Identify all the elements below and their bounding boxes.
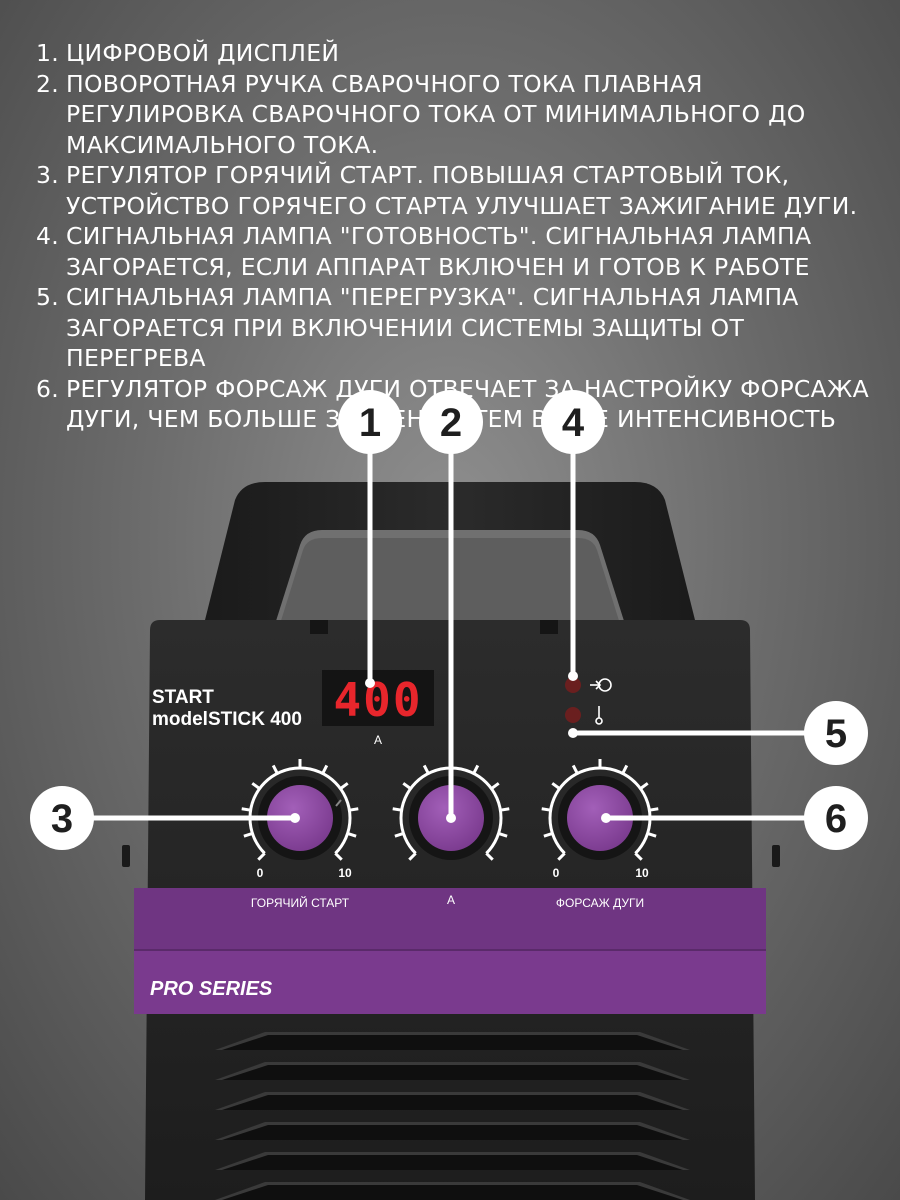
legend-text: ЦИФРОВОЙ ДИСПЛЕЙ	[66, 39, 340, 67]
legend-number: 1.	[36, 39, 60, 67]
callout-4: 4	[541, 390, 605, 454]
legend-item: 1.ЦИФРОВОЙ ДИСПЛЕЙ	[36, 38, 886, 69]
current-label: A	[447, 893, 455, 907]
knob-tick	[639, 782, 649, 790]
svg-text:2: 2	[440, 401, 462, 445]
legend-number: 5.	[36, 283, 60, 311]
knob-tick	[402, 782, 412, 790]
knob-tick	[394, 832, 404, 838]
legend-item: 3.РЕГУЛЯТОР ГОРЯЧИЙ СТАРТ. ПОВЫШАЯ СТАРТ…	[36, 160, 886, 221]
callout-lines	[87, 437, 813, 821]
legend-item: 5.СИГНАЛЬНАЯ ЛАМПА "ПЕРЕГРУЗКА". СИГНАЛЬ…	[36, 282, 886, 374]
series-label: PRO SERIES	[150, 978, 273, 1000]
callout-2: 2	[419, 390, 483, 454]
legend-number: 2.	[36, 69, 60, 98]
brand-label: START	[152, 687, 214, 708]
purple-band-top	[134, 888, 766, 950]
vent-slot	[222, 1185, 683, 1200]
knob-tick	[541, 807, 551, 812]
svg-text:1: 1	[359, 401, 381, 445]
knob-tick	[408, 852, 417, 861]
knob-tick	[271, 764, 279, 775]
thermometer-icon	[595, 706, 603, 725]
vent-slot	[222, 1125, 683, 1140]
knob-tick	[543, 832, 553, 838]
callout-5: 5	[804, 701, 868, 765]
knob-tick	[251, 782, 261, 790]
svg-text:5: 5	[825, 712, 847, 756]
digital-display: 400	[322, 670, 434, 727]
legend-item: 2.ПОВОРОТНАЯ РУЧКА СВАРОЧНОГО ТОКА ПЛАВН…	[36, 69, 886, 161]
arc-force-min: 0	[553, 866, 560, 880]
display-value: 400	[333, 673, 422, 727]
vent-slot	[222, 1065, 683, 1080]
callout-1: 1	[338, 390, 402, 454]
knob-tick	[551, 782, 561, 790]
knob-tick	[422, 764, 430, 775]
svg-text:3: 3	[51, 797, 73, 841]
knob-tick	[500, 807, 510, 812]
purple-band-bottom	[134, 950, 766, 1014]
ventilation-grille	[215, 1032, 690, 1200]
arc-force-knob[interactable]	[541, 759, 659, 861]
svg-text:4: 4	[562, 401, 585, 445]
legend-text: РЕГУЛЯТОР ГОРЯЧИЙ СТАРТ. ПОВЫШАЯ СТАРТОВ…	[66, 161, 858, 220]
knob-tick	[621, 764, 629, 775]
knob-tick	[321, 764, 329, 775]
legend-text: ПОВОРОТНАЯ РУЧКА СВАРОЧНОГО ТОКА ПЛАВНАЯ…	[66, 69, 806, 159]
arc-force-max: 10	[635, 866, 649, 880]
knob-tick	[490, 782, 500, 790]
hot-start-max: 10	[338, 866, 352, 880]
knob-tick	[472, 764, 480, 775]
knob-tick	[557, 852, 566, 861]
knob-tick	[498, 832, 508, 838]
knob-tick	[485, 852, 494, 861]
ready-lamp	[565, 677, 581, 693]
knob-tick	[243, 832, 253, 838]
vent-slot	[222, 1095, 683, 1110]
vent-slot	[222, 1155, 683, 1170]
callout-3: 3	[30, 786, 94, 850]
knob-tick	[339, 782, 349, 790]
knob-tick	[241, 807, 251, 812]
knob-tick	[257, 852, 266, 861]
svg-text:6: 6	[825, 797, 847, 841]
ready-plug-icon	[590, 678, 612, 692]
model-label: modelSTICK 400	[152, 709, 302, 730]
knob-tick	[334, 852, 343, 861]
legend-number: 3.	[36, 161, 60, 189]
knob-tick	[392, 807, 402, 812]
knob-tick	[347, 832, 357, 838]
knob-tick	[349, 807, 359, 812]
knob-pointer	[335, 799, 342, 807]
knob-tick	[649, 807, 659, 812]
legend-text: СИГНАЛЬНАЯ ЛАМПА "ПЕРЕГРУЗКА". СИГНАЛЬНА…	[66, 283, 799, 372]
knob-tick	[647, 832, 657, 838]
legend-text: СИГНАЛЬНАЯ ЛАМПА "ГОТОВНОСТЬ". СИГНАЛЬНА…	[66, 222, 812, 281]
hot-start-label: ГОРЯЧИЙ СТАРТ	[251, 895, 350, 910]
vent-slot	[222, 1035, 683, 1050]
callout-6: 6	[804, 786, 868, 850]
arc-force-label: ФОРСАЖ ДУГИ	[556, 896, 644, 910]
legend-item: 4.СИГНАЛЬНАЯ ЛАМПА "ГОТОВНОСТЬ". СИГНАЛЬ…	[36, 221, 886, 282]
hot-start-min: 0	[257, 866, 264, 880]
legend-number: 4.	[36, 222, 60, 250]
legend-number: 6.	[36, 374, 60, 403]
display-unit: A	[374, 733, 382, 747]
knob-cap	[567, 785, 633, 851]
overheat-lamp	[565, 707, 581, 723]
knob-tick	[571, 764, 579, 775]
knob-tick	[634, 852, 643, 861]
